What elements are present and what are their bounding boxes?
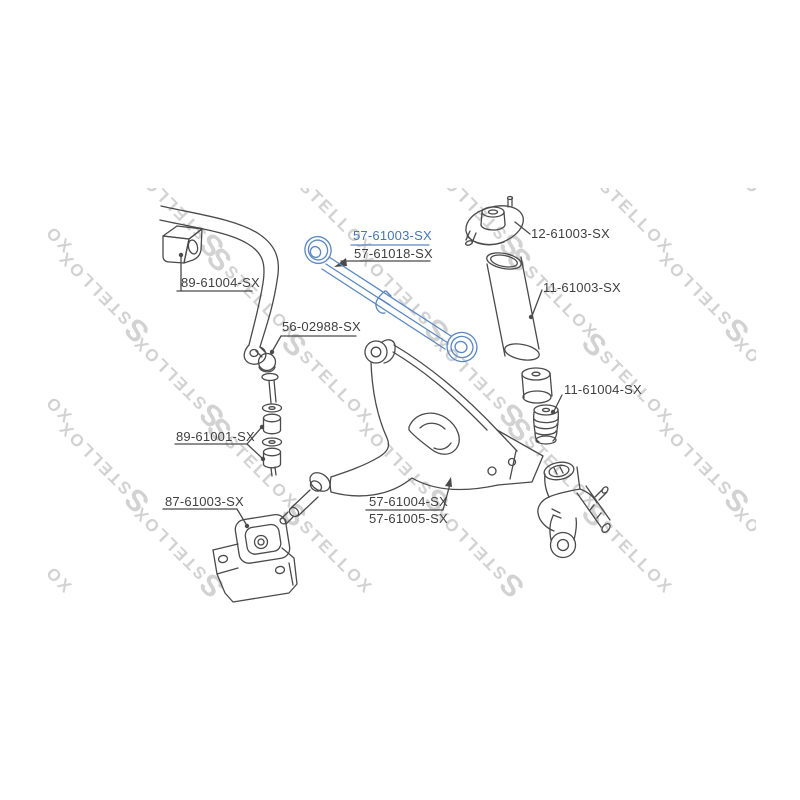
part-label-56-02988: 56-02988-SX (282, 319, 361, 334)
leader-11-61003 (528, 289, 543, 320)
part-label-11-61003: 11-61003-SX (543, 280, 621, 295)
part-label-12-61003: 12-61003-SX (531, 226, 610, 241)
part-label-57-61003[interactable]: 57-61003-SX (353, 228, 432, 243)
leader-89-61001 (174, 424, 266, 462)
leader-11-61004 (550, 394, 563, 415)
stabilizer-link (255, 346, 283, 477)
control-arm (329, 339, 544, 497)
mount-bracket (212, 513, 298, 603)
bump-stop (532, 404, 560, 445)
leader-57-61004 (365, 477, 452, 511)
sway-bar-bushing (162, 225, 203, 264)
steering-knuckle (537, 461, 611, 559)
part-label-11-61004: 11-61004-SX (564, 382, 642, 397)
leader-89-61004 (176, 252, 253, 292)
part-label-87-61003: 87-61003-SX (165, 494, 244, 509)
shock-absorber-tube (486, 252, 540, 361)
part-label-57-61018: 57-61018-SX (354, 246, 433, 261)
part-label-89-61004: 89-61004-SX (181, 275, 260, 290)
leader-57-61018 (334, 258, 431, 267)
leader-12-61003 (514, 221, 531, 235)
leader-87-61003 (162, 508, 250, 529)
part-label-89-61001: 89-61001-SX (176, 429, 255, 444)
leader-56-02988 (269, 335, 357, 355)
bushing-cylinder (521, 367, 553, 404)
ball-joint-stud (279, 472, 331, 525)
part-label-57-61004: 57-61004-SX (369, 494, 448, 509)
lateral-rod (304, 235, 478, 363)
part-label-57-61005: 57-61005-SX (369, 511, 448, 526)
strut-mount (464, 195, 524, 246)
